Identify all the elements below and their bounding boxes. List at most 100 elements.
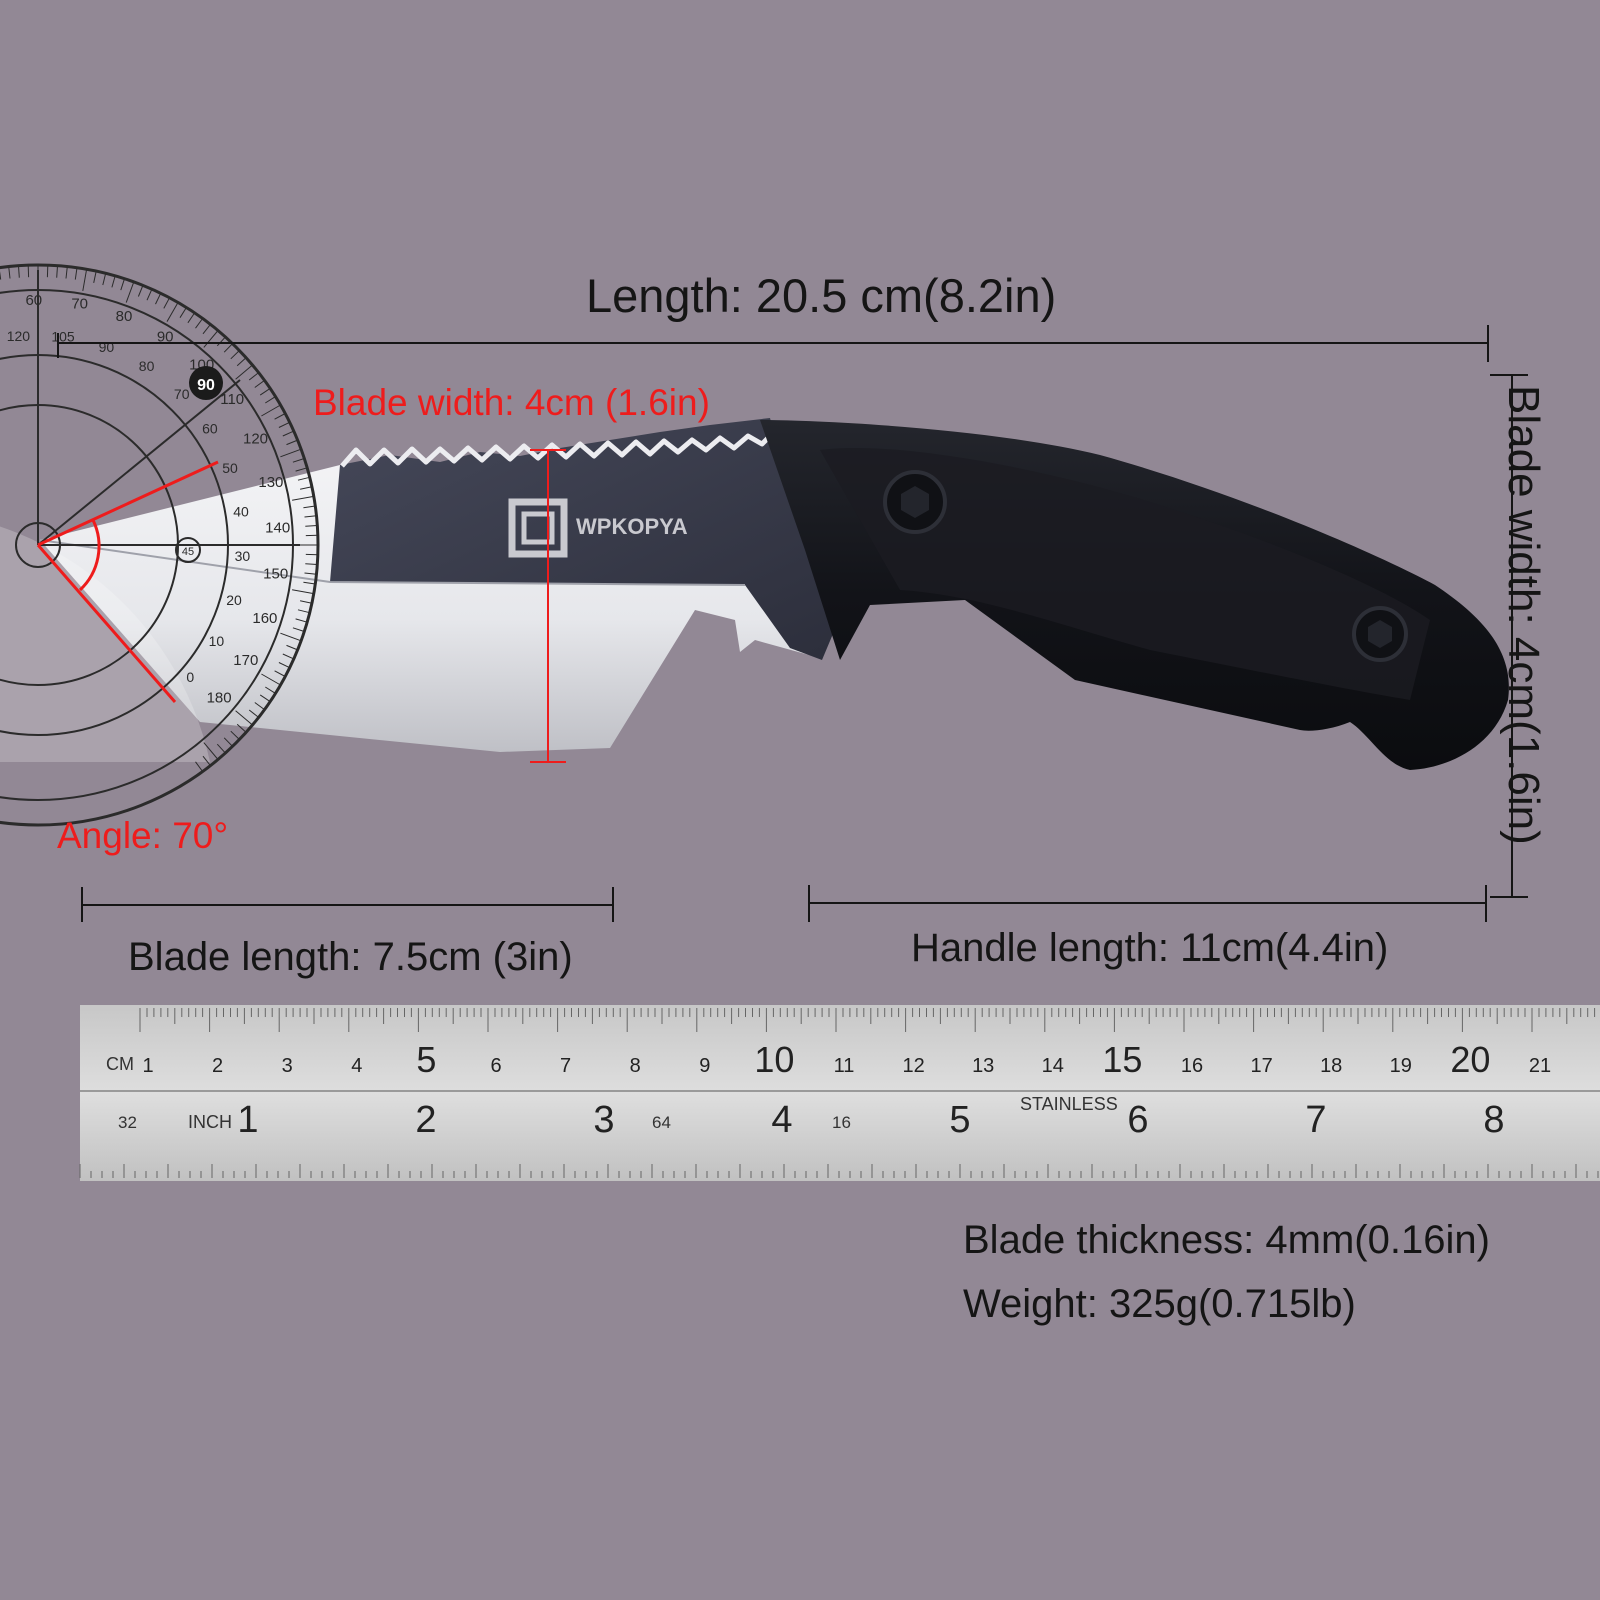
protractor-tick: [111, 275, 116, 288]
svg-text:90: 90: [197, 377, 215, 394]
protractor-tick: [248, 372, 259, 381]
protractor-tick: [259, 694, 271, 703]
protractor-tick: [295, 467, 308, 472]
protractor-tick: [305, 525, 318, 527]
protractor-tick: [259, 387, 271, 396]
protractor-tick: [195, 318, 204, 329]
protractor-tick: [282, 653, 295, 660]
ruler-cm-number: 18: [1320, 1055, 1342, 1077]
protractor-outer-number: 110: [220, 391, 244, 408]
handle: [760, 420, 1509, 770]
ruler-cm-number: 21: [1529, 1055, 1551, 1077]
ruler-inch-number: 7: [1305, 1099, 1326, 1141]
protractor-tick: [248, 709, 259, 718]
protractor-tick: [146, 288, 153, 301]
protractor-tick: [292, 495, 314, 501]
protractor-tick: [282, 430, 295, 437]
protractor-tick: [303, 581, 316, 585]
ruler-cm-number: 12: [902, 1055, 924, 1077]
angle-label: Angle: 70°: [57, 815, 229, 856]
protractor-tick: [278, 662, 290, 669]
blade-width-label: Blade width: 4cm (1.6in): [313, 382, 710, 423]
length-dimension-line: [57, 325, 1489, 362]
ruler-inch-label: INCH: [188, 1112, 232, 1132]
protractor-tick: [203, 330, 219, 348]
dimension-lines: [57, 325, 1528, 922]
protractor-tick: [304, 515, 317, 518]
ruler-cm-number: 11: [834, 1055, 855, 1077]
protractor-outer-number: 90: [157, 329, 174, 346]
blade-tip-edge: [39, 539, 746, 586]
protractor-tick: [278, 421, 290, 428]
protractor-tick: [179, 307, 187, 318]
protractor: 405060708090100110120130140150160170180 …: [0, 263, 320, 827]
protractor-tick: [8, 266, 11, 279]
protractor-tick: [261, 673, 281, 686]
ruler-cm-number: 17: [1250, 1055, 1272, 1077]
protractor-inner-number: 50: [222, 460, 238, 476]
protractor-tick: [299, 486, 313, 490]
ruler-ticks: [79, 1008, 1599, 1178]
protractor-tick: [254, 702, 265, 711]
angle-ray-lower: [36, 544, 177, 703]
protractor-tick: [230, 730, 240, 740]
ruler-small-mark-32: 32: [118, 1113, 137, 1132]
ruler-cm-number: 19: [1390, 1055, 1412, 1077]
protractor-body: [0, 526, 210, 762]
protractor-tick: [82, 269, 88, 291]
protractor-tick: [280, 448, 302, 458]
protractor-inner-number: 20: [226, 592, 242, 608]
protractor-tick: [274, 670, 286, 677]
protractor-tick: [254, 379, 265, 388]
protractor-tick: [202, 324, 211, 335]
protractor-tick: [163, 297, 170, 309]
ruler-cm-number: 4: [351, 1055, 362, 1077]
ruler-cm-number: 2: [212, 1055, 223, 1077]
protractor-tick: [202, 755, 211, 766]
ruler-inch-number: 8: [1483, 1099, 1504, 1141]
ruler-cm-label: CM: [106, 1054, 134, 1074]
protractor-tick: [299, 600, 313, 604]
protractor-inner-number: 0: [186, 669, 194, 685]
ruler-cm-number: 7: [560, 1055, 571, 1077]
protractor-tick: [166, 302, 179, 322]
blade: [39, 418, 848, 752]
protractor-inner-number: 80: [139, 358, 155, 374]
protractor-inner-number: 40: [233, 504, 249, 520]
weight-label: Weight: 325g(0.715lb): [963, 1282, 1356, 1326]
ruler-inch-number: 6: [1127, 1099, 1148, 1141]
ruler-cm-number: 9: [699, 1055, 710, 1077]
protractor-tick: [286, 439, 298, 446]
ruler-inch-number: 4: [771, 1099, 792, 1141]
protractor-tick: [223, 343, 233, 353]
protractor-tick: [155, 293, 162, 305]
protractor-tick: [265, 686, 276, 694]
protractor-outer-number: 60: [25, 292, 42, 309]
ruler-cm-number: 1: [142, 1055, 153, 1077]
ruler-inch-number: 1: [237, 1099, 258, 1141]
ruler-body: [80, 1005, 1600, 1181]
blade-length-dimension-line: [81, 887, 614, 922]
protractor-outer-number: 130: [258, 474, 283, 491]
protractor-outer-number: 120: [243, 431, 268, 448]
overall-length-label: Length: 20.5 cm(8.2in): [586, 269, 1057, 322]
handle-length-dimension-line: [808, 885, 1487, 922]
protractor-tick: [120, 278, 125, 291]
protractor-ticks: [0, 265, 318, 772]
protractor-inner-number: 70: [174, 386, 190, 402]
side-width-dimension-line: [1490, 374, 1528, 898]
blade-thickness-label: Blade thickness: 4mm(0.16in): [963, 1218, 1490, 1262]
ruler-cm-number: 15: [1102, 1039, 1142, 1080]
angle-arc: [78, 519, 101, 592]
protractor-tick: [280, 632, 302, 642]
protractor-tick: [56, 265, 58, 278]
protractor-tick: [125, 281, 135, 303]
protractor-outer-number: 180: [207, 690, 232, 707]
ruler-cm-number: 20: [1450, 1039, 1490, 1080]
angle-ray-upper: [37, 460, 219, 547]
blade-coated-spine: [330, 418, 848, 660]
